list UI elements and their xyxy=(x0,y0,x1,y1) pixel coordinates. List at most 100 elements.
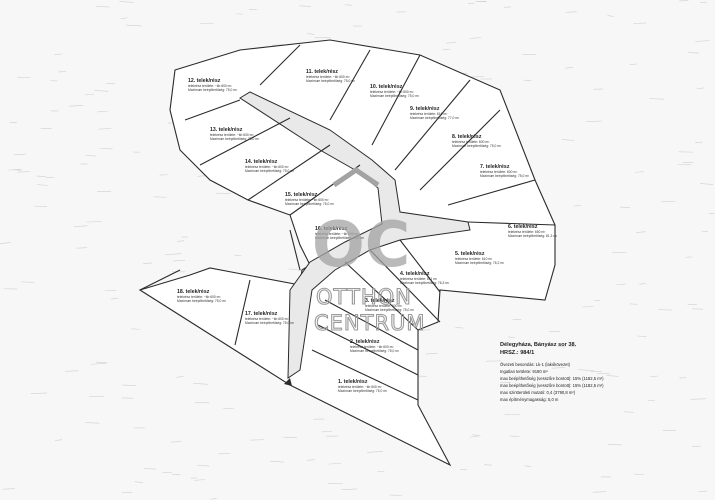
texture-stroke xyxy=(299,5,312,7)
texture-stroke xyxy=(8,168,22,171)
plot-9-l1: telekrész területe: 616 m² xyxy=(410,112,448,116)
plot-13-l1: telekrész területe: ~kb 600 m² xyxy=(210,133,254,137)
texture-stroke xyxy=(695,141,703,144)
plot-16-title: 16. telek/rész xyxy=(315,226,348,232)
texture-stroke xyxy=(446,42,457,44)
texture-stroke xyxy=(649,98,665,100)
watermark-letters: OC xyxy=(312,208,410,281)
texture-stroke xyxy=(13,153,26,156)
texture-stroke xyxy=(616,283,626,286)
texture-stroke xyxy=(121,491,133,494)
plot-18-l1: telekrész területe: ~kb 600 m² xyxy=(177,295,221,299)
texture-stroke xyxy=(344,4,353,6)
texture-stroke xyxy=(328,462,342,465)
plot-13-title: 13. telek/rész xyxy=(210,127,243,133)
info-title-address: Délegyháza, Bányász sor 38. xyxy=(500,342,577,348)
texture-stroke xyxy=(389,494,403,496)
plot-3-l1: telekrész területe: 600 m² xyxy=(365,304,403,308)
plot-16-l2: Maximum beépíthetőség: 75,0 m² xyxy=(315,236,365,240)
texture-stroke xyxy=(125,24,142,27)
texture-stroke xyxy=(692,445,701,448)
texture-stroke xyxy=(467,2,475,5)
texture-stroke xyxy=(95,361,108,364)
texture-stroke xyxy=(607,15,614,17)
texture-stroke xyxy=(650,375,658,377)
texture-stroke xyxy=(210,498,217,500)
texture-stroke xyxy=(592,491,607,493)
plot-6-l2: Maximum beépíthetőség: 81,3 m² xyxy=(508,234,558,238)
texture-stroke xyxy=(634,473,644,476)
plot-4-l1: telekrész területe: 611 m² xyxy=(400,277,438,281)
texture-stroke xyxy=(30,392,47,395)
plot-9-title: 9. telek/rész xyxy=(410,106,440,112)
texture-stroke xyxy=(84,93,94,96)
texture-stroke xyxy=(629,63,637,65)
property-info-block: Délegyháza, Bányász sor 38. HRSZ.: 984/1… xyxy=(500,342,604,402)
texture-stroke xyxy=(471,76,484,78)
plot-10-title: 10. telek/rész xyxy=(370,84,403,90)
plot-10-l1: telekrész területe: ~kb 600 m² xyxy=(370,90,414,94)
texture-stroke xyxy=(86,221,102,223)
texture-stroke xyxy=(193,383,208,385)
plot-9-l2: Maximum beépíthetőség: 77,0 m² xyxy=(410,116,460,120)
texture-stroke xyxy=(470,435,479,438)
texture-stroke xyxy=(419,329,431,331)
plot-14-l1: telekrész területe: ~kb 600 m² xyxy=(245,165,289,169)
plot-4-title: 4. telek/rész xyxy=(400,271,430,277)
texture-stroke xyxy=(173,260,186,262)
texture-stroke xyxy=(36,184,48,186)
texture-stroke xyxy=(688,52,700,54)
texture-stroke xyxy=(524,465,532,467)
texture-stroke xyxy=(54,53,63,56)
texture-stroke xyxy=(111,297,119,300)
info-line-5: max építménymagasság: 5,0 m xyxy=(500,397,559,402)
texture-stroke xyxy=(165,253,182,255)
texture-stroke xyxy=(561,139,575,141)
plot-1-title: 1. telek/rész xyxy=(338,379,368,385)
plot-8-l2: Maximum beépíthetőség: 75,0 m² xyxy=(452,144,502,148)
texture-stroke xyxy=(472,434,481,436)
info-title-hrsz: HRSZ.: 984/1 xyxy=(500,350,534,356)
texture-stroke xyxy=(507,336,515,339)
info-line-2: max beépíthetőség (vesszőre bontott): 15… xyxy=(500,376,604,381)
texture-stroke xyxy=(504,413,521,415)
plot-1-l1: telekrész területe: ~kb 600 m² xyxy=(338,385,382,389)
texture-stroke xyxy=(2,488,15,490)
texture-stroke xyxy=(143,468,156,470)
texture-stroke xyxy=(582,305,594,308)
texture-stroke xyxy=(701,230,708,232)
plot-18-l2: Maximum beépíthetőség: 75,0 m² xyxy=(177,299,227,303)
texture-stroke xyxy=(85,155,97,157)
texture-stroke xyxy=(699,183,714,185)
access-road xyxy=(239,91,471,379)
plot-17-l1: telekrész területe: ~kb 600 m² xyxy=(245,317,289,321)
texture-stroke xyxy=(455,327,464,329)
texture-stroke xyxy=(119,1,134,3)
texture-stroke xyxy=(94,90,109,92)
plot-8-title: 8. telek/rész xyxy=(452,134,482,140)
texture-stroke xyxy=(120,17,128,19)
texture-stroke xyxy=(425,352,438,355)
plot-17-title: 17. telek/rész xyxy=(245,311,278,317)
texture-stroke xyxy=(248,8,258,11)
plot-4-l2: Maximum beépíthetőség: 76,3 m² xyxy=(400,281,450,285)
plot-12-l1: telekrész területe: ~kb 600 m² xyxy=(188,84,232,88)
plot-8-l1: telekrész területe: 600 m² xyxy=(452,140,490,144)
texture-stroke xyxy=(606,375,619,377)
texture-stroke xyxy=(639,283,647,285)
texture-stroke xyxy=(367,451,383,453)
texture-stroke xyxy=(73,225,88,228)
plot-5-title: 5. telek/rész xyxy=(455,251,485,257)
